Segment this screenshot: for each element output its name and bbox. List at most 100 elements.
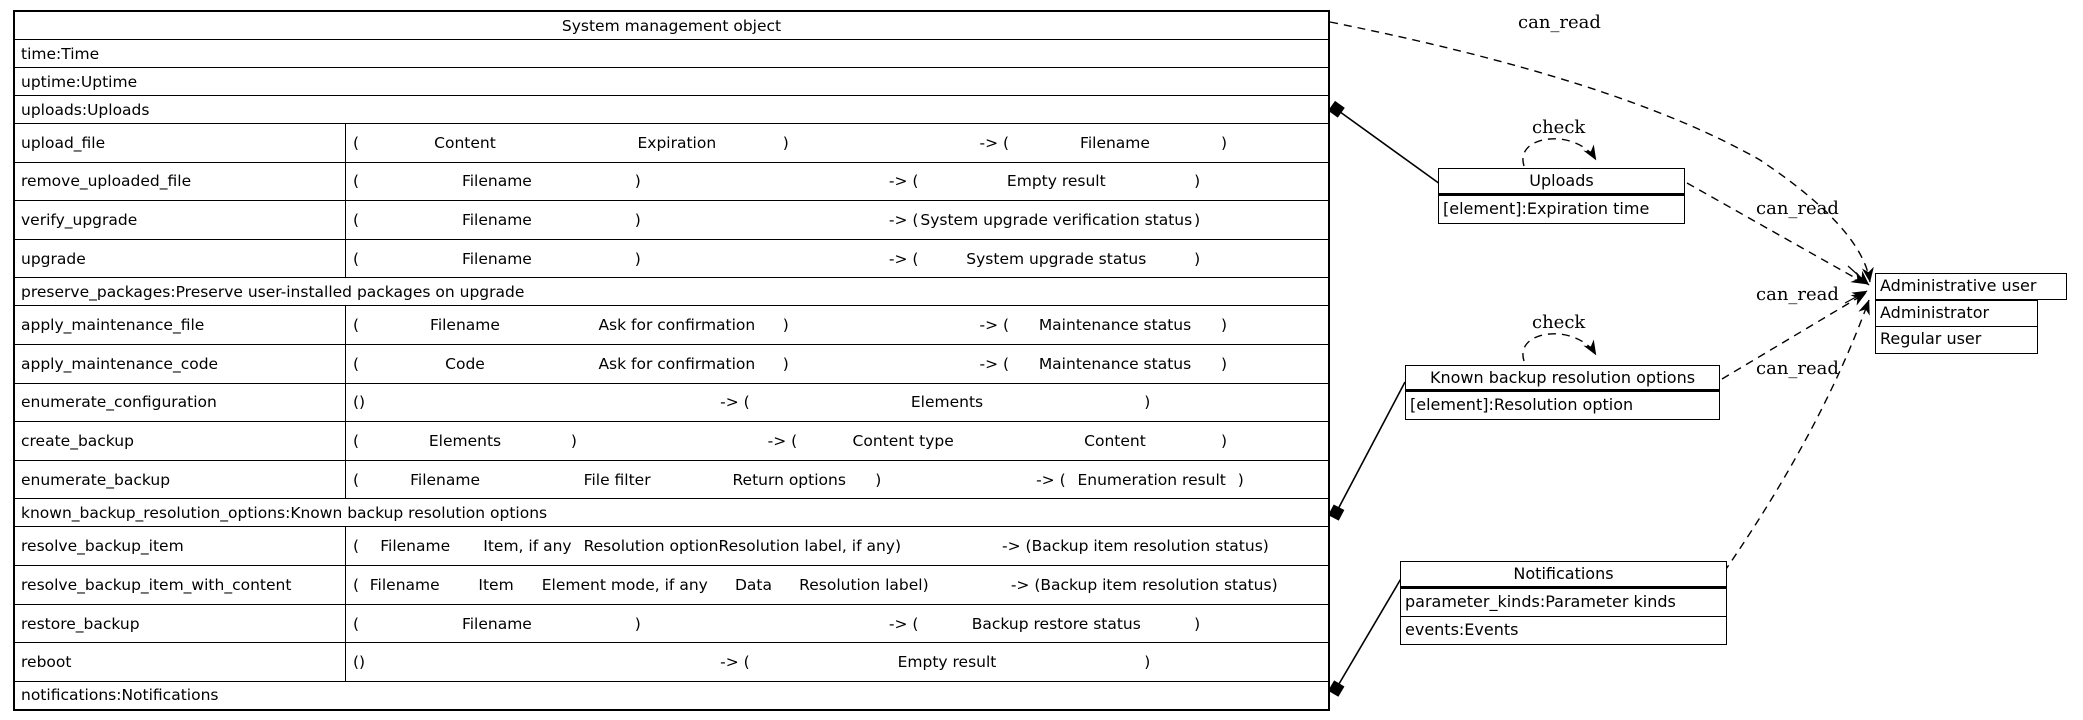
signature-token: -> ( — [979, 133, 1010, 152]
signature-token: Enumeration result — [1077, 470, 1226, 489]
method-name: resolve_backup_item — [21, 537, 184, 556]
signature-token: -> ( — [1010, 575, 1041, 594]
administrative-user-row: Regular user — [1875, 327, 2038, 354]
method-signature: () -> ( Elements) — [346, 393, 1328, 411]
attribute-label: time:Time — [21, 44, 100, 63]
signature-token: -> ( — [979, 316, 1010, 335]
signature-token: ) — [634, 614, 641, 633]
signature-token: ( — [353, 133, 360, 152]
signature-token: Backup item resolution status — [1040, 575, 1272, 594]
edge-check-backup-options-loop — [1522, 333, 1597, 362]
uploads-node-row: [element]:Expiration time — [1439, 195, 1684, 223]
signature-token: Filename — [380, 537, 451, 556]
signature-token: Filename — [430, 316, 500, 335]
signature-token: Return options — [732, 470, 846, 489]
signature-token: ( — [353, 575, 360, 594]
administrative-user-node-title: Administrative user — [1875, 273, 2067, 300]
signature-token: System upgrade verification status — [920, 211, 1193, 230]
signature-token: ( — [353, 354, 360, 373]
table-row-method: resolve_backup_item_with_content ( Filenam… — [15, 565, 1328, 604]
signature-token: ) — [1194, 249, 1201, 268]
signature-token: File filter — [583, 470, 651, 489]
table-row-attribute: known_backup_resolution_options:Known ba… — [15, 498, 1328, 526]
signature-token: ( — [353, 172, 360, 191]
signature-token: Filename — [369, 575, 440, 594]
signature-token: Data — [734, 575, 772, 594]
signature-token: Maintenance status — [1038, 316, 1192, 335]
table-title: System management object — [561, 16, 782, 35]
edge-label-can-read: can_read — [1756, 358, 1839, 379]
table-row-attribute: preserve_packages:Preserve user-installe… — [15, 277, 1328, 305]
signature-token: Empty result — [897, 653, 997, 672]
signature-token: Ask for confirmation — [598, 316, 756, 335]
edge-label-can-read: can_read — [1756, 284, 1839, 305]
signature-token: Filename — [461, 211, 532, 230]
table-row-attribute: uptime:Uptime — [15, 67, 1328, 95]
signature-token: -> ( — [767, 432, 798, 451]
signature-token: System upgrade status — [966, 249, 1147, 268]
system-management-object-table: System management object time:Time uptime… — [13, 10, 1330, 711]
table-row-method: verify_upgrade(Filename)-> (System upgra… — [15, 200, 1328, 239]
edge-label-check: check — [1532, 312, 1586, 333]
table-row-method: remove_uploaded_file(Filename)-> (Empty … — [15, 161, 1328, 201]
signature-token: ) — [1220, 133, 1227, 152]
signature-token: ( — [353, 211, 360, 230]
edge-uploads-composition — [1328, 100, 1441, 185]
method-name: create_backup — [21, 432, 134, 451]
signature-token: Empty result — [1006, 172, 1106, 191]
known-backup-resolution-options-node: Known backup resolution options [element… — [1405, 365, 1720, 420]
signature-token: Filename — [461, 172, 532, 191]
signature-token: Expiration — [637, 133, 717, 152]
table-row-attribute: uploads:Uploads — [15, 95, 1328, 123]
signature-token: ) — [1220, 316, 1227, 335]
signature-token: Elements — [428, 432, 502, 451]
signature-token: ) — [1194, 211, 1201, 230]
table-row-method: upgrade(Filename)-> (System upgrade stat… — [15, 238, 1328, 278]
signature-token: ) — [1220, 354, 1227, 373]
signature-token: Code — [445, 354, 485, 373]
method-name: apply_maintenance_file — [21, 316, 205, 335]
method-name: enumerate_configuration — [21, 393, 217, 412]
signature-token: ( — [353, 537, 360, 556]
method-name: reboot — [21, 653, 72, 672]
signature-token: ( — [353, 614, 360, 633]
administrative-user-node: Administrator Regular user — [1875, 300, 2038, 354]
table-row-method: restore_backup(Filename)-> (Backup resto… — [15, 603, 1328, 643]
method-name: resolve_backup_item_with_content — [21, 575, 292, 594]
method-name: remove_uploaded_file — [21, 172, 192, 191]
signature-token: Elements — [910, 393, 984, 412]
signature-token: -> ( — [720, 653, 750, 672]
signature-token: ) — [634, 249, 641, 268]
signature-token: ) — [1271, 575, 1278, 594]
edge-label-can-read: can_read — [1518, 12, 1601, 33]
method-name: restore_backup — [21, 614, 140, 633]
signature-token: ( — [353, 432, 360, 451]
signature-token: Resolution label — [799, 575, 923, 594]
signature-token: ) — [1237, 470, 1244, 489]
signature-token: Item — [478, 575, 514, 594]
table-title-row: System management object — [15, 12, 1328, 39]
method-name: enumerate_backup — [21, 470, 171, 489]
signature-token: Backup item resolution status — [1031, 537, 1263, 556]
arrow-cluster-spike — [1847, 265, 1870, 286]
signature-token: () — [353, 393, 366, 412]
edge-label-can-read: can_read — [1756, 198, 1839, 219]
attribute-label: preserve_packages:Preserve user-installe… — [21, 282, 525, 301]
method-signature: (Filename)-> (Empty result) — [346, 172, 1328, 190]
signature-token: -> ( — [720, 393, 750, 412]
notifications-node-title: Notifications — [1401, 562, 1726, 588]
signature-token: ) — [922, 575, 929, 594]
signature-token: ) — [1144, 393, 1151, 412]
notifications-node-row: parameter_kinds:Parameter kinds — [1401, 588, 1726, 616]
signature-token: ) — [782, 316, 789, 335]
signature-token: ( — [353, 249, 360, 268]
